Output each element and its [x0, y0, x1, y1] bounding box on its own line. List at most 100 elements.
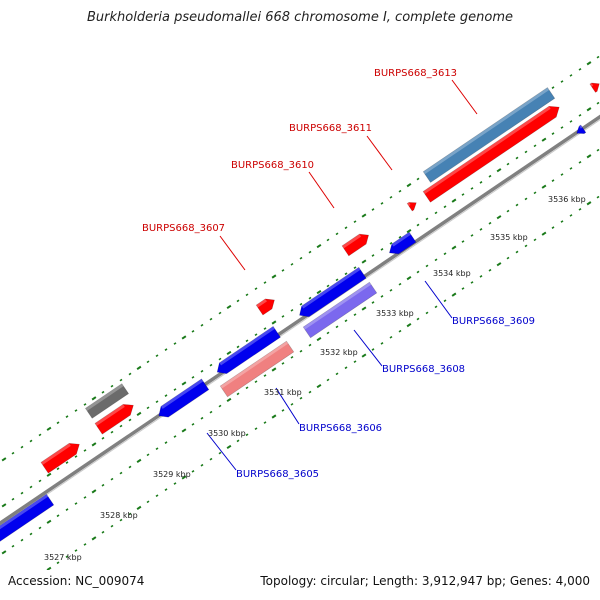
track-dot-outer-bottom [596, 195, 600, 199]
track-dot-outer-bottom [361, 353, 367, 358]
track-dot-inner-top [361, 259, 367, 264]
gene-label-burps668-3610[interactable]: BURPS668_3610 [231, 160, 314, 171]
track-dot-outer-top [209, 317, 213, 321]
track-dot-inner-top [38, 479, 42, 483]
gene-arrow-highlight [391, 232, 411, 247]
track-dot-outer-bottom [425, 311, 429, 315]
track-dot-inner-top [83, 449, 87, 452]
gene-label-burps668-3608[interactable]: BURPS668_3608 [382, 364, 465, 375]
forward-gene-arrow[interactable] [94, 400, 137, 435]
track-dot-outer-bottom [380, 342, 384, 345]
label-leader-line [366, 135, 393, 171]
track-dot-outer-bottom [533, 238, 537, 242]
track-dot-inner-bottom [20, 538, 24, 542]
track-dot-inner-top [136, 411, 142, 416]
forward-gene-arrow[interactable] [85, 383, 129, 419]
reverse-gene-arrow[interactable] [574, 124, 587, 137]
reverse-gene-arrow[interactable] [219, 340, 295, 398]
reverse-gene-arrow[interactable] [0, 493, 55, 550]
track-dot-inner-bottom [479, 228, 483, 231]
gene-label-burps668-3607[interactable]: BURPS668_3607 [142, 223, 225, 234]
track-dot-outer-bottom [110, 524, 114, 528]
forward-gene-arrow[interactable] [255, 295, 278, 316]
track-dot-outer-bottom [290, 402, 294, 406]
track-dot-inner-bottom [380, 295, 384, 298]
forward-gene-arrow[interactable] [589, 80, 600, 93]
label-leader-line [275, 387, 300, 425]
track-dot-inner-bottom [128, 465, 132, 469]
track-dot-outer-top [398, 189, 402, 193]
kbp-tick-label: 3532 kbp [320, 348, 358, 357]
gene-label-burps668-3613[interactable]: BURPS668_3613 [374, 68, 457, 79]
gene-label-burps668-3605[interactable]: BURPS668_3605 [236, 469, 319, 480]
track-dot-outer-bottom [488, 268, 492, 272]
track-dot-inner-bottom [451, 245, 457, 250]
chromosome-backbone [0, 114, 600, 526]
track-dot-inner-top [164, 394, 168, 397]
track-dot-inner-top [316, 289, 322, 295]
label-leader-line [353, 329, 383, 367]
track-dot-inner-bottom [515, 203, 519, 207]
track-dot-outer-bottom [434, 305, 438, 309]
track-dot-inner-top [173, 388, 177, 391]
gene-label-burps668-3611[interactable]: BURPS668_3611 [289, 123, 372, 134]
reverse-gene-arrow[interactable] [386, 231, 417, 258]
forward-gene-arrow[interactable] [40, 439, 83, 474]
track-dot-inner-top [155, 400, 159, 404]
gene-arrow-highlight [407, 202, 411, 207]
reverse-gene-arrow[interactable] [296, 266, 367, 320]
reverse-gene-arrow[interactable] [155, 378, 210, 421]
track-dot-inner-bottom [91, 489, 97, 494]
track-dot-outer-bottom [191, 470, 195, 473]
forward-gene-arrow[interactable] [422, 87, 556, 183]
track-dot-inner-top [479, 181, 483, 184]
track-dot-inner-bottom [406, 276, 412, 281]
forward-gene-arrow[interactable] [341, 230, 372, 257]
track-dot-inner-top [20, 491, 24, 495]
track-dot-inner-bottom [83, 496, 87, 499]
gene-label-burps668-3609[interactable]: BURPS668_3609 [452, 316, 535, 327]
forward-gene-arrow[interactable] [406, 199, 419, 212]
track-dot-outer-bottom [406, 323, 412, 328]
kbp-tick-label: 3530 kbp [208, 429, 246, 438]
forward-gene-arrow[interactable] [422, 102, 563, 203]
track-dot-inner-bottom [155, 447, 159, 451]
reverse-gene-arrow[interactable] [214, 326, 281, 377]
track-dot-outer-bottom [91, 536, 97, 541]
track-dot-outer-top [406, 183, 412, 188]
track-dot-outer-bottom [451, 292, 457, 297]
track-dot-outer-top [101, 390, 105, 394]
track-dot-inner-bottom [1, 550, 7, 555]
track-dot-inner-bottom [506, 209, 510, 213]
track-dot-outer-bottom [335, 372, 339, 376]
track-dot-outer-bottom [226, 444, 232, 450]
track-dot-inner-bottom [425, 264, 429, 268]
topology-text: Topology: circular; Length: 3,912,947 bp… [260, 574, 590, 588]
track-dot-inner-bottom [524, 197, 528, 201]
track-dot-outer-top [20, 445, 24, 449]
track-dot-inner-top [344, 272, 348, 276]
track-dot-outer-top [173, 342, 177, 345]
reverse-gene-arrow[interactable] [302, 281, 378, 339]
kbp-tick-label: 3533 kbp [376, 309, 414, 318]
gene-arrow-highlight [0, 494, 49, 538]
track-dot-inner-top [569, 120, 573, 123]
track-dot-inner-bottom [389, 288, 393, 292]
gene-arrow-highlight [40, 443, 71, 465]
label-leader-line [308, 171, 335, 209]
track-dot-outer-bottom [316, 383, 322, 389]
track-dot-outer-top [91, 396, 97, 401]
track-dot-outer-bottom [541, 231, 547, 236]
track-dot-inner-bottom [361, 306, 367, 311]
track-dot-inner-top [524, 150, 528, 154]
track-dot-inner-top [263, 327, 267, 330]
track-dot-inner-top [65, 461, 69, 464]
track-dot-inner-bottom [110, 477, 114, 481]
track-dot-outer-bottom [515, 250, 519, 254]
label-leader-lines [206, 79, 478, 471]
track-dot-outer-top [290, 262, 294, 266]
gene-arrow-highlight [423, 87, 550, 175]
gene-label-burps668-3606[interactable]: BURPS668_3606 [299, 423, 382, 434]
track-dot-outer-top [271, 274, 277, 279]
